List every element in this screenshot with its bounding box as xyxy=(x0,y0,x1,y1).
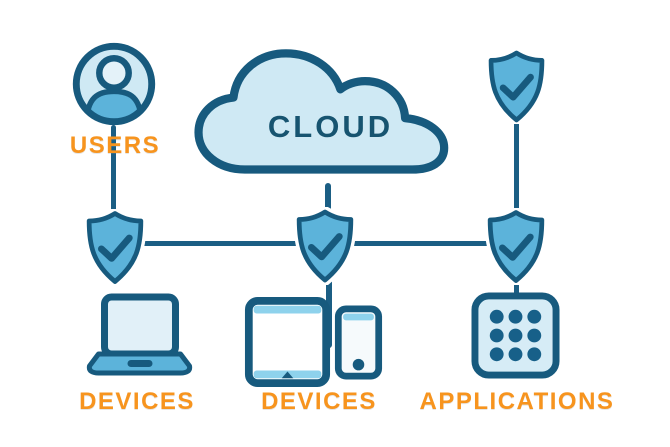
connector-users-to-shield-left xyxy=(111,125,116,217)
devices-middle-label: DEVICES xyxy=(261,388,377,415)
shield-check-icon-right xyxy=(484,208,548,285)
cloud-label: CLOUD xyxy=(267,109,394,144)
connector-shield-top-to-shield-right xyxy=(514,118,519,216)
connector-cloud-to-shield-middle xyxy=(325,183,331,215)
applications-label: APPLICATIONS xyxy=(419,388,615,415)
tablet-icon xyxy=(244,297,331,387)
shield-check-icon-middle xyxy=(293,207,357,285)
devices-left-label: DEVICES xyxy=(79,388,195,415)
cloud-icon xyxy=(194,49,449,174)
shield-check-icon-top-right xyxy=(485,49,548,124)
laptop-icon xyxy=(86,293,193,376)
smartphone-icon xyxy=(334,305,383,380)
users-label: USERS xyxy=(69,132,161,159)
user-circle-icon xyxy=(72,42,156,126)
app-grid-icon xyxy=(471,292,560,379)
connector-shield-right-to-applications xyxy=(514,276,519,298)
shield-check-icon-left xyxy=(83,209,147,286)
